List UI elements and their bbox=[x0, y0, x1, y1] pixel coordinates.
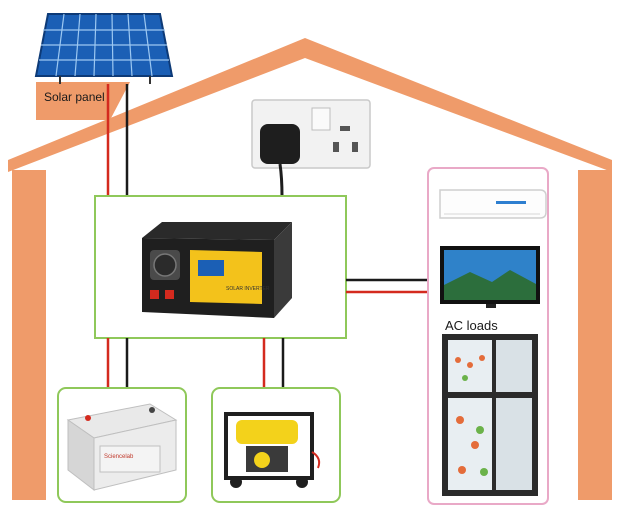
solar-panel-icon bbox=[36, 14, 172, 84]
lower-wires bbox=[108, 338, 283, 388]
television-icon bbox=[440, 246, 540, 308]
inverter-front-text: SOLAR INVERTER bbox=[226, 286, 270, 292]
inverter-icon bbox=[142, 222, 292, 318]
wall-socket-icon bbox=[252, 100, 370, 196]
ac-loads-label: AC loads bbox=[445, 318, 498, 333]
refrigerator-icon bbox=[442, 334, 538, 496]
solar-panel-label: Solar panel bbox=[44, 90, 105, 104]
air-conditioner-icon bbox=[440, 190, 546, 218]
battery-brand-text: Sciencelab bbox=[104, 454, 134, 460]
ac-wires bbox=[346, 280, 430, 292]
